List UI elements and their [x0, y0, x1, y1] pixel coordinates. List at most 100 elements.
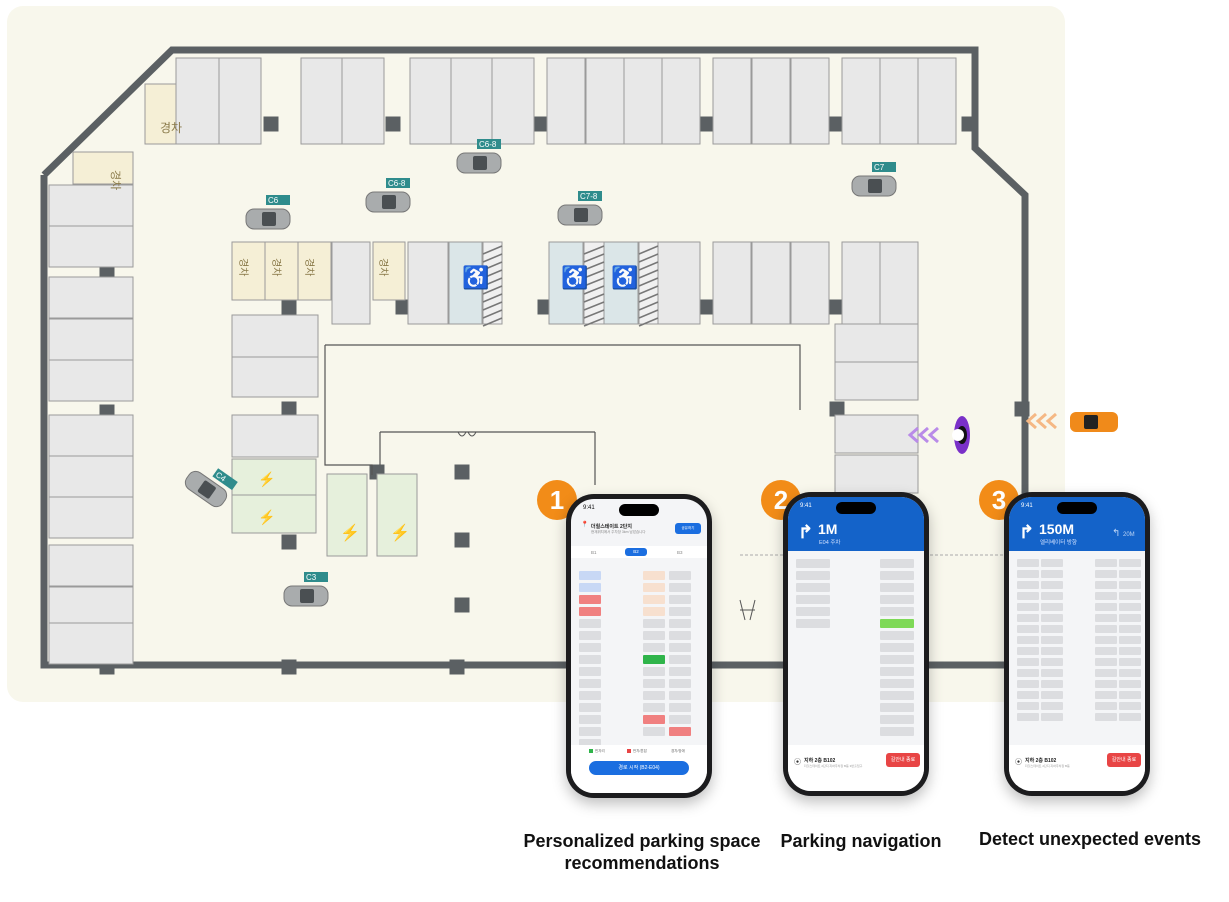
hatch-line [638, 293, 659, 303]
parking-slot [834, 323, 919, 363]
parking-slot [48, 414, 134, 457]
pillar [829, 401, 845, 417]
wheelchair-icon: ♿ [561, 265, 588, 290]
mini-slot [579, 727, 601, 736]
parking-slot [218, 57, 262, 145]
mini-slot [1041, 559, 1063, 567]
mini-slot [1017, 647, 1039, 655]
cctv-car: C6-8 [456, 139, 502, 174]
mini-slot [579, 607, 601, 616]
mini-slot [1041, 647, 1063, 655]
compact-slot-label: 경차 [109, 170, 122, 190]
mini-slot [669, 703, 691, 712]
compact-slot-label: 경차 [377, 258, 390, 276]
mini-slot [669, 607, 691, 616]
mini-slot [669, 691, 691, 700]
mini-slot [1095, 636, 1117, 644]
pillar [454, 532, 470, 548]
mini-slot [1041, 702, 1063, 710]
hatch-line [583, 253, 605, 263]
mini-slot [796, 619, 830, 628]
mini-slot [669, 631, 691, 640]
floor-location: 지하 2층 B102 [1025, 758, 1057, 764]
mini-slot [1017, 636, 1039, 644]
mini-slot [1119, 647, 1141, 655]
share-button[interactable]: 공유하기 [675, 523, 701, 534]
mini-slot [669, 583, 691, 592]
mini-slot [1095, 603, 1117, 611]
tab-b3[interactable]: B3 [677, 550, 683, 555]
mini-slot [643, 631, 665, 640]
mini-slot [880, 631, 914, 640]
tab-b1[interactable]: B1 [591, 550, 597, 555]
start-route-button[interactable]: 경로 시작 (B2-E04) [589, 761, 689, 775]
accessible-slot [603, 241, 639, 325]
mini-slot [1017, 669, 1039, 677]
hatch-line [638, 253, 659, 263]
parking-slot [657, 241, 701, 325]
mini-slot [643, 703, 665, 712]
mini-slot [1017, 680, 1039, 688]
hatch-line [638, 301, 659, 311]
mini-slot [880, 559, 914, 568]
parking-slot [491, 57, 535, 145]
end-navigation-button[interactable]: 길안내 종료 [886, 753, 920, 767]
mini-slot [1041, 570, 1063, 578]
parking-slot [834, 454, 919, 494]
cctv-car: C7 [851, 162, 897, 197]
mini-slot [1041, 658, 1063, 666]
nav-instruction: 엘리베이터 방향 [1040, 540, 1077, 546]
hatch-line [482, 301, 503, 311]
mini-slot [669, 667, 691, 676]
tab-b2[interactable]: B2 [625, 548, 647, 556]
ramp-marker-icon [739, 599, 756, 621]
mini-slot [1041, 669, 1063, 677]
cctv-car: C7-8 [557, 191, 603, 226]
mini-slot [643, 583, 665, 592]
hatch-line [583, 293, 605, 303]
compact-slot [372, 241, 406, 301]
ev-slot [376, 473, 418, 557]
mini-slot [669, 727, 691, 736]
hatch-line [583, 309, 605, 319]
mini-slot [880, 691, 914, 700]
mini-slot [669, 655, 691, 664]
orange-arrow-indicator [1025, 412, 1118, 432]
mini-slot [669, 571, 691, 580]
mini-slot [643, 619, 665, 628]
mini-slot [579, 583, 601, 592]
mini-slot [1119, 691, 1141, 699]
mini-slot [1095, 559, 1117, 567]
floor-location: 지하 2층 B102 [804, 758, 836, 764]
hatch-line [583, 301, 605, 311]
phone-recommendation: 9:41 📍 더힐스테이트 2단지 현재위치에서 주차장 3km 남았습니다 공… [566, 494, 712, 798]
parking-slot [841, 57, 881, 145]
hatch-line [638, 317, 659, 327]
mini-slot [1041, 614, 1063, 622]
hatch-line [482, 253, 503, 263]
hatch-line [638, 261, 659, 271]
mini-slot [1095, 680, 1117, 688]
pillar [281, 534, 297, 550]
parking-slot [48, 225, 134, 268]
parking-slot [48, 318, 134, 361]
nav-instruction: E04 주차 [819, 540, 841, 546]
door-icon [457, 431, 477, 437]
location-pin-icon: ⦿ [1015, 759, 1022, 766]
car-window [262, 212, 276, 226]
mini-slot [579, 619, 601, 628]
hatch-line [638, 245, 659, 255]
mini-slot [669, 595, 691, 604]
mini-slot [1119, 592, 1141, 600]
ev-slot [326, 473, 368, 557]
mini-slot [1017, 658, 1039, 666]
mini-slot [1119, 669, 1141, 677]
mini-slot [579, 655, 601, 664]
building-outer-wall [40, 46, 1029, 669]
parking-slot [407, 241, 449, 325]
mini-slot [579, 595, 601, 604]
hatch-line [482, 293, 503, 303]
mini-slot [1119, 636, 1141, 644]
end-navigation-button[interactable]: 길안내 종료 [1107, 753, 1141, 767]
